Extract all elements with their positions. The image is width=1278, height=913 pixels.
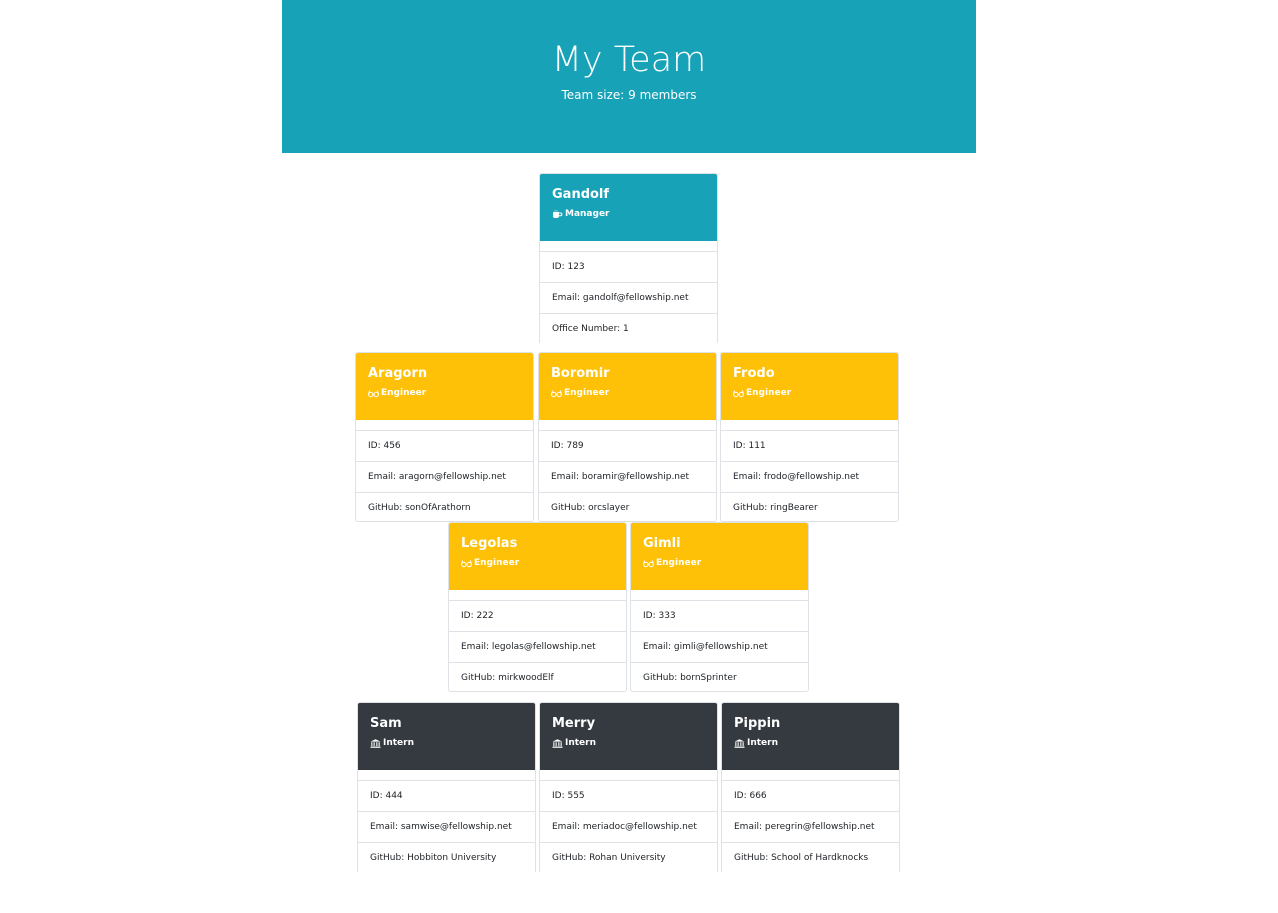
github-username: GitHub: ringBearer [733, 503, 818, 513]
role-label: Engineer [474, 558, 520, 568]
card-header: Pippin Intern [722, 703, 899, 770]
employee-id: ID: 111 [721, 431, 898, 462]
office-number: Office Number: 1 [552, 324, 629, 334]
role-label: Manager [565, 209, 610, 219]
university-icon [552, 739, 563, 748]
employee-role: Intern [552, 737, 705, 750]
card-divider [631, 590, 808, 601]
school-name: GitHub: Rohan University [552, 853, 666, 863]
glasses-icon [551, 390, 562, 398]
employee-email: Email: meriadoc@fellowship.net [540, 812, 717, 843]
engineer-card-frodo: Frodo Engineer ID: 111 Email: frodo@fell… [720, 352, 899, 522]
role-label: Intern [565, 738, 597, 748]
employee-email: Email: boramir@fellowship.net [539, 462, 716, 493]
employee-role: Intern [370, 737, 523, 750]
employee-name: Sam [370, 716, 402, 731]
employee-email: Email: samwise@fellowship.net [358, 812, 535, 843]
engineer-card-gimli: Gimli Engineer ID: 333 Email: gimli@fell… [630, 522, 809, 692]
employee-id: ID: 333 [631, 601, 808, 632]
employee-id: ID: 222 [449, 601, 626, 632]
glasses-icon [733, 390, 744, 398]
school-name: GitHub: School of Hardknocks [734, 853, 869, 863]
employee-name: Frodo [733, 366, 775, 381]
card-header: Merry Intern [540, 703, 717, 770]
employee-email: Email: frodo@fellowship.net [721, 462, 898, 493]
employee-name: Aragorn [368, 366, 428, 381]
role-label: Engineer [564, 388, 610, 398]
intern-card-sam: Sam Intern ID: 444 Email: samwise@fellow… [357, 702, 536, 872]
card-divider [539, 420, 716, 431]
engineer-card-aragorn: Aragorn Engineer ID: 456 Email: aragorn@… [355, 352, 534, 522]
github-username: GitHub: bornSprinter [643, 673, 737, 683]
employee-id: ID: 123 [540, 252, 717, 283]
employee-id: ID: 789 [539, 431, 716, 462]
employee-role: Intern [734, 737, 887, 750]
employee-id: ID: 444 [358, 781, 535, 812]
github-username: GitHub: orcslayer [551, 503, 630, 513]
intern-card-pippin: Pippin Intern ID: 666 Email: peregrin@fe… [721, 702, 900, 872]
glasses-icon [461, 560, 472, 568]
manager-card: Gandolf Manager ID: 123 Email: gandolf@f… [539, 173, 718, 343]
employee-id: ID: 666 [722, 781, 899, 812]
card-divider [540, 241, 717, 252]
team-header: My Team Team size: 9 members [282, 0, 976, 153]
employee-name: Gimli [643, 536, 681, 551]
card-divider [721, 420, 898, 431]
mug-icon [553, 210, 563, 218]
employee-email: Email: aragorn@fellowship.net [356, 462, 533, 493]
university-icon [370, 739, 381, 748]
card-divider [356, 420, 533, 431]
employee-role: Engineer [461, 557, 614, 570]
role-label: Engineer [656, 558, 702, 568]
glasses-icon [368, 390, 379, 398]
employee-role: Engineer [643, 557, 796, 570]
card-divider [449, 590, 626, 601]
employee-role: Engineer [733, 387, 886, 400]
employee-name: Merry [552, 716, 596, 731]
card-header: Frodo Engineer [721, 353, 898, 420]
role-label: Intern [747, 738, 779, 748]
card-header: Boromir Engineer [539, 353, 716, 420]
employee-name: Boromir [551, 366, 610, 381]
role-label: Engineer [381, 388, 427, 398]
employee-email: Email: gandolf@fellowship.net [540, 283, 717, 314]
card-header: Sam Intern [358, 703, 535, 770]
github-username: GitHub: mirkwoodElf [461, 673, 554, 683]
page-title: My Team [551, 40, 707, 80]
employee-id: ID: 456 [356, 431, 533, 462]
role-label: Intern [383, 738, 415, 748]
employee-email: Email: gimli@fellowship.net [631, 632, 808, 663]
card-divider [540, 770, 717, 781]
glasses-icon [643, 560, 654, 568]
university-icon [734, 739, 745, 748]
engineer-card-boromir: Boromir Engineer ID: 789 Email: boramir@… [538, 352, 717, 522]
card-header: Legolas Engineer [449, 523, 626, 590]
card-divider [358, 770, 535, 781]
employee-email: Email: peregrin@fellowship.net [722, 812, 899, 843]
engineer-card-legolas: Legolas Engineer ID: 222 Email: legolas@… [448, 522, 627, 692]
employee-role: Engineer [551, 387, 704, 400]
card-header: Gandolf Manager [540, 174, 717, 241]
employee-role: Manager [552, 208, 705, 221]
employee-name: Gandolf [552, 187, 610, 202]
employee-name: Pippin [734, 716, 781, 731]
card-divider [722, 770, 899, 781]
github-username: GitHub: sonOfArathorn [368, 503, 471, 513]
intern-card-merry: Merry Intern ID: 555 Email: meriadoc@fel… [539, 702, 718, 872]
employee-email: Email: legolas@fellowship.net [449, 632, 626, 663]
employee-role: Engineer [368, 387, 521, 400]
team-size: Team size: 9 members [561, 88, 697, 102]
employee-id: ID: 555 [540, 781, 717, 812]
role-label: Engineer [746, 388, 792, 398]
card-header: Gimli Engineer [631, 523, 808, 590]
school-name: GitHub: Hobbiton University [370, 853, 497, 863]
card-header: Aragorn Engineer [356, 353, 533, 420]
employee-name: Legolas [461, 536, 518, 551]
